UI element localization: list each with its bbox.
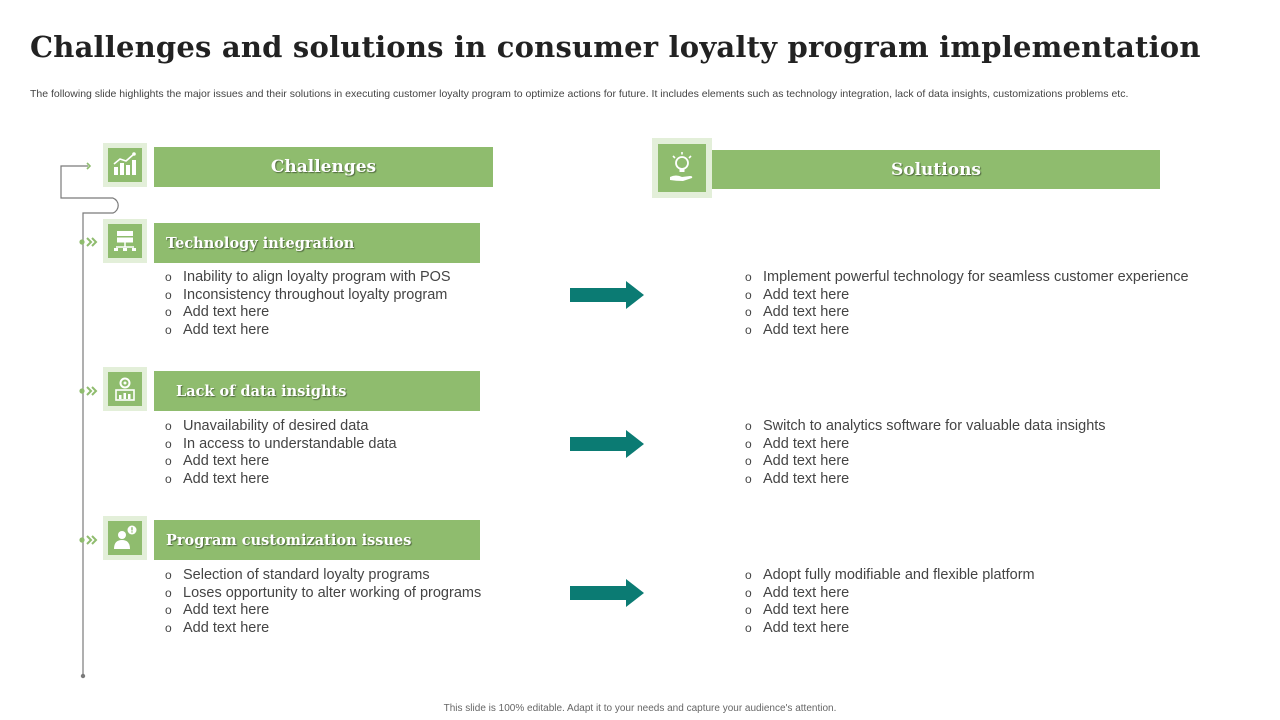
- page-title: Challenges and solutions in consumer loy…: [30, 30, 1201, 64]
- footer-note: This slide is 100% editable. Adapt it to…: [443, 703, 837, 714]
- data-analytics-icon: [115, 377, 135, 401]
- timeline-connector: [60, 162, 119, 679]
- page-subtitle: The following slide highlights the major…: [30, 88, 1129, 100]
- row-2-arrow-icon: [570, 430, 644, 458]
- lightbulb-hand-icon: [670, 152, 693, 181]
- challenges-icon-box: [103, 143, 147, 187]
- solutions-icon-box: [652, 138, 712, 198]
- challenges-header: Challenges: [154, 147, 493, 187]
- row-1-arrow-icon: [570, 281, 644, 309]
- row-3-arrow-icon: [570, 579, 644, 607]
- row-2-icon-box: [103, 367, 147, 411]
- solutions-header: Solutions: [712, 150, 1160, 189]
- user-issue-icon: [114, 525, 137, 549]
- row-1-category: Technology integration: [154, 223, 480, 263]
- row-1-icon-box: [103, 219, 147, 263]
- row-3-icon-box: [103, 516, 147, 560]
- row-3-category: Program customization issues: [154, 520, 480, 560]
- row-2-category: Lack of data insights: [154, 371, 480, 411]
- server-network-icon: [114, 231, 136, 251]
- growth-chart-icon: [113, 152, 136, 175]
